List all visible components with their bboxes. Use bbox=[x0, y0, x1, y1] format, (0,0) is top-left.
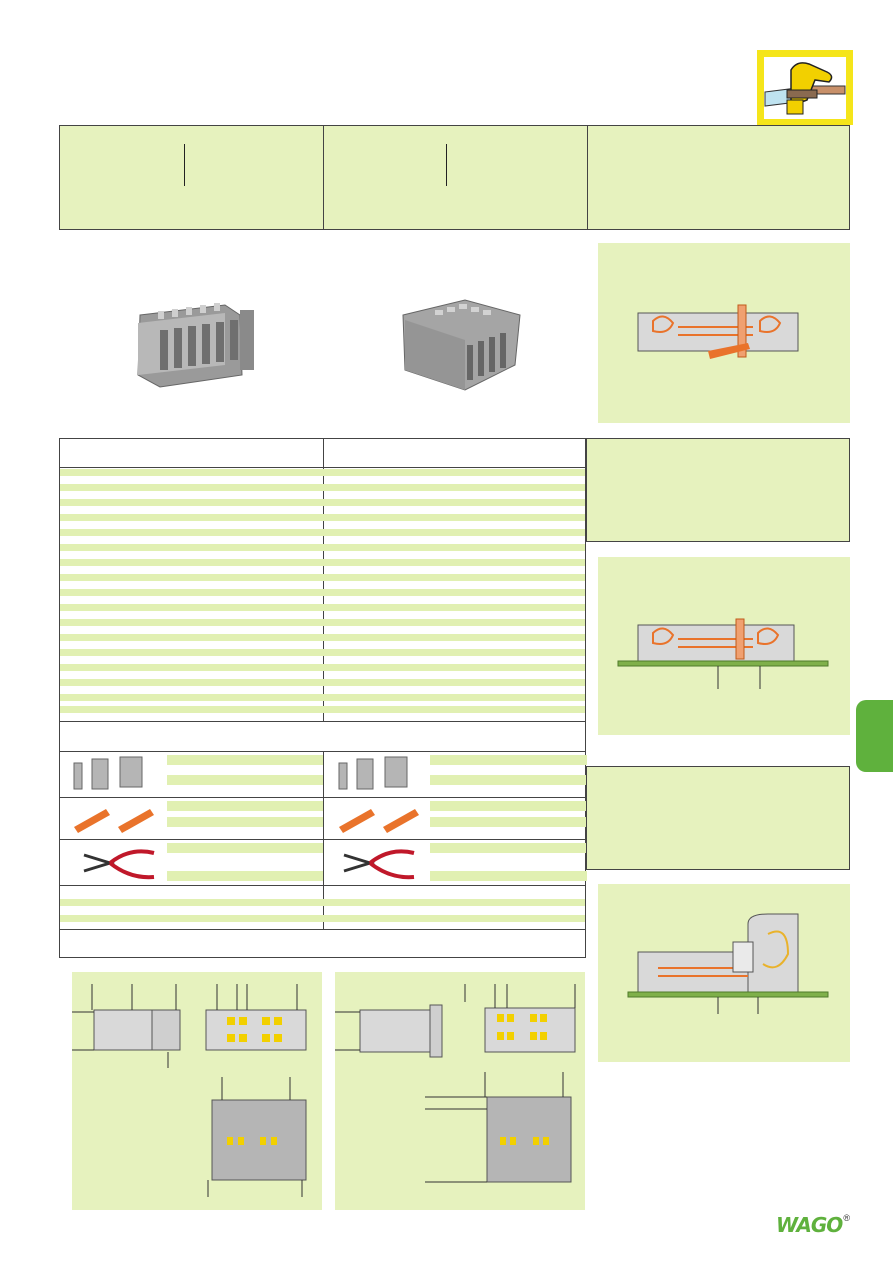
accessory-row-markers bbox=[60, 797, 587, 839]
accessory-row-plugs bbox=[60, 751, 587, 797]
header-table bbox=[59, 125, 850, 230]
pliers-tool-icon bbox=[343, 849, 415, 880]
pliers-tool-icon bbox=[83, 849, 155, 880]
plug-accessory-icon bbox=[338, 756, 408, 790]
logo-mark: ® bbox=[843, 1213, 850, 1223]
info-box-1 bbox=[586, 438, 850, 542]
info-box-2 bbox=[586, 766, 850, 870]
logo-text: WAGO bbox=[776, 1213, 843, 1237]
marker-strip-icon bbox=[339, 809, 419, 833]
divider-mark bbox=[184, 144, 185, 186]
connector-photo-angled bbox=[395, 295, 530, 400]
data-table bbox=[59, 438, 587, 958]
clamp-diagram-panel-3 bbox=[598, 884, 850, 1062]
accessory-row-tools bbox=[60, 839, 587, 885]
dimension-drawing-left bbox=[72, 972, 322, 1210]
dimension-drawing-right bbox=[335, 972, 585, 1210]
marker-strip-icon bbox=[74, 809, 154, 833]
wago-logo: WAGO ® bbox=[776, 1213, 856, 1243]
divider-mark bbox=[446, 144, 447, 186]
cage-clamp-connection-icon bbox=[757, 50, 853, 125]
clamp-diagram-panel-1 bbox=[598, 243, 850, 423]
clamp-diagram-panel-2 bbox=[598, 557, 850, 735]
plug-accessory-icon bbox=[73, 756, 143, 790]
connector-photo-front bbox=[130, 295, 265, 395]
chapter-tab-marker bbox=[856, 700, 893, 772]
